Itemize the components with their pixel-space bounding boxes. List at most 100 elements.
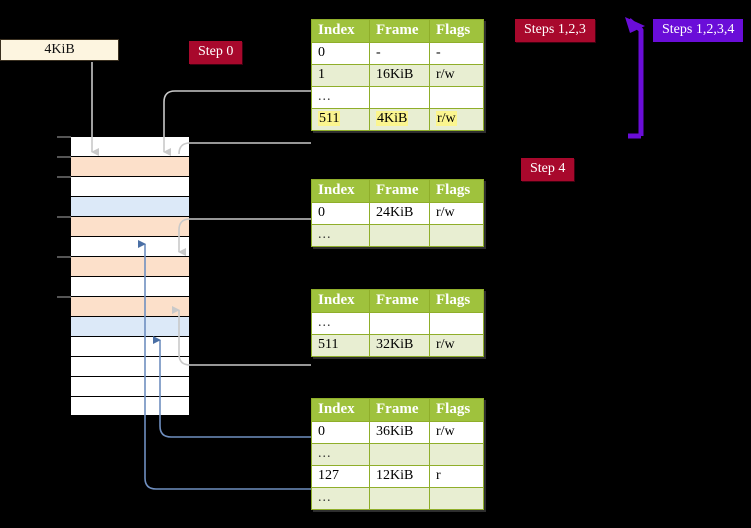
cell-flags xyxy=(429,312,484,335)
column-header-frame: Frame xyxy=(369,289,430,313)
steps-1234-bracket xyxy=(627,18,644,136)
memory-frame-row xyxy=(57,216,190,236)
column-header-frame: Frame xyxy=(369,179,430,203)
cell-frame xyxy=(369,312,430,335)
step-0-badge: Step 0 xyxy=(189,41,243,64)
table-row: 511 32KiB r/w xyxy=(311,334,484,357)
table-header-row: Index Frame Flags xyxy=(311,19,484,43)
memory-frame-row xyxy=(70,316,190,336)
memory-row-tick xyxy=(57,156,71,158)
wire-l2-to-memory xyxy=(172,306,311,366)
cell-text: r xyxy=(436,468,441,483)
cell-text: 4KiB xyxy=(376,111,409,126)
memory-frame-row xyxy=(57,296,190,316)
level-1-table-body: 0 36KiB r/w... 127 12KiB r... xyxy=(311,421,484,510)
memory-frame-row xyxy=(70,276,190,296)
cell-flags: r xyxy=(429,465,484,488)
ellipsis: ... xyxy=(318,315,332,330)
column-header-index: Index xyxy=(311,398,370,422)
cell-index: ... xyxy=(311,487,370,510)
cell-text: 0 xyxy=(318,45,325,60)
memory-frame-row xyxy=(57,136,190,156)
cell-text: 511 xyxy=(318,111,341,126)
column-header-index: Index xyxy=(311,289,370,313)
level-3-table-body: 0 24KiB r/w... xyxy=(311,202,484,247)
cell-flags: r/w xyxy=(429,334,484,357)
cell-flags: r/w xyxy=(429,64,484,87)
cell-frame: 36KiB xyxy=(369,421,430,444)
cell-text: r/w xyxy=(436,111,457,126)
cell-frame xyxy=(369,443,430,466)
step-0-label: Step 0 xyxy=(198,44,234,59)
memory-frame-row xyxy=(70,356,190,376)
cell-text: r/w xyxy=(436,337,455,352)
cell-flags xyxy=(429,443,484,466)
table-row: ... xyxy=(311,86,484,109)
steps-1234-badge: Steps 1,2,3,4 xyxy=(653,19,744,42)
cell-text: - xyxy=(436,45,441,60)
ellipsis: ... xyxy=(318,446,332,461)
cell-flags: r/w xyxy=(429,202,484,225)
cell-frame: 24KiB xyxy=(369,202,430,225)
cell-text: 1 xyxy=(318,67,325,82)
cell-index: ... xyxy=(311,224,370,247)
table-row: 511 4KiB r/w xyxy=(311,108,484,131)
cell-frame xyxy=(369,224,430,247)
cell-text: 16KiB xyxy=(376,67,414,82)
step-4-label: Step 4 xyxy=(530,161,566,176)
memory-frame-row xyxy=(70,196,190,216)
level-4-page-table: Index Frame Flags 0 - - 1 16KiB r/w... 511 4KiB… xyxy=(311,19,484,131)
cell-index: ... xyxy=(311,443,370,466)
table-row: 0 - - xyxy=(311,42,484,65)
ellipsis: ... xyxy=(318,227,332,242)
physical-memory-column xyxy=(57,136,190,416)
column-header-flags: Flags xyxy=(429,179,484,203)
column-header-index: Index xyxy=(311,19,370,43)
cell-flags: r/w xyxy=(429,421,484,444)
column-header-index: Index xyxy=(311,179,370,203)
cell-text: 511 xyxy=(318,337,339,352)
table-header-row: Index Frame Flags xyxy=(311,179,484,203)
column-header-flags: Flags xyxy=(429,289,484,313)
ellipsis: ... xyxy=(318,89,332,104)
cell-text: 0 xyxy=(318,424,325,439)
cell-index: ... xyxy=(311,312,370,335)
level-2-page-table: Index Frame Flags ... 511 32KiB r/w xyxy=(311,289,484,357)
memory-frame-row xyxy=(70,336,190,356)
table-row: ... xyxy=(311,312,484,335)
cell-index: 0 xyxy=(311,421,370,444)
cell-flags xyxy=(429,86,484,109)
column-header-frame: Frame xyxy=(369,19,430,43)
cell-frame: - xyxy=(369,42,430,65)
cell-text: - xyxy=(376,45,381,60)
memory-row-tick xyxy=(57,296,71,298)
memory-row-tick xyxy=(57,176,71,178)
cell-flags xyxy=(429,224,484,247)
memory-frame-row xyxy=(70,376,190,396)
cell-text: r/w xyxy=(436,424,455,439)
steps-1234-label: Steps 1,2,3,4 xyxy=(662,22,735,37)
table-row: 0 24KiB r/w xyxy=(311,202,484,225)
cell-text: 127 xyxy=(318,468,339,483)
cell-text: r/w xyxy=(436,67,455,82)
level-2-table-body: ... 511 32KiB r/w xyxy=(311,312,484,357)
memory-row-tick xyxy=(57,216,71,218)
cell-index: 0 xyxy=(311,202,370,225)
table-header-row: Index Frame Flags xyxy=(311,398,484,422)
memory-frame-row xyxy=(57,176,190,196)
cell-text: 12KiB xyxy=(376,468,414,483)
cell-index: 1 xyxy=(311,64,370,87)
table-row: ... xyxy=(311,443,484,466)
frame-size-label: 4KiB xyxy=(44,42,75,57)
table-row: ... xyxy=(311,224,484,247)
cell-frame: 32KiB xyxy=(369,334,430,357)
table-header-row: Index Frame Flags xyxy=(311,289,484,313)
table-row: ... xyxy=(311,487,484,510)
cell-text: 36KiB xyxy=(376,424,414,439)
wire-l3-to-memory xyxy=(178,218,311,256)
steps-1234-arrowhead xyxy=(625,17,645,33)
cell-text: 24KiB xyxy=(376,205,414,220)
cell-index: 0 xyxy=(311,42,370,65)
cell-index: ... xyxy=(311,86,370,109)
cell-index: 511 xyxy=(311,334,370,357)
